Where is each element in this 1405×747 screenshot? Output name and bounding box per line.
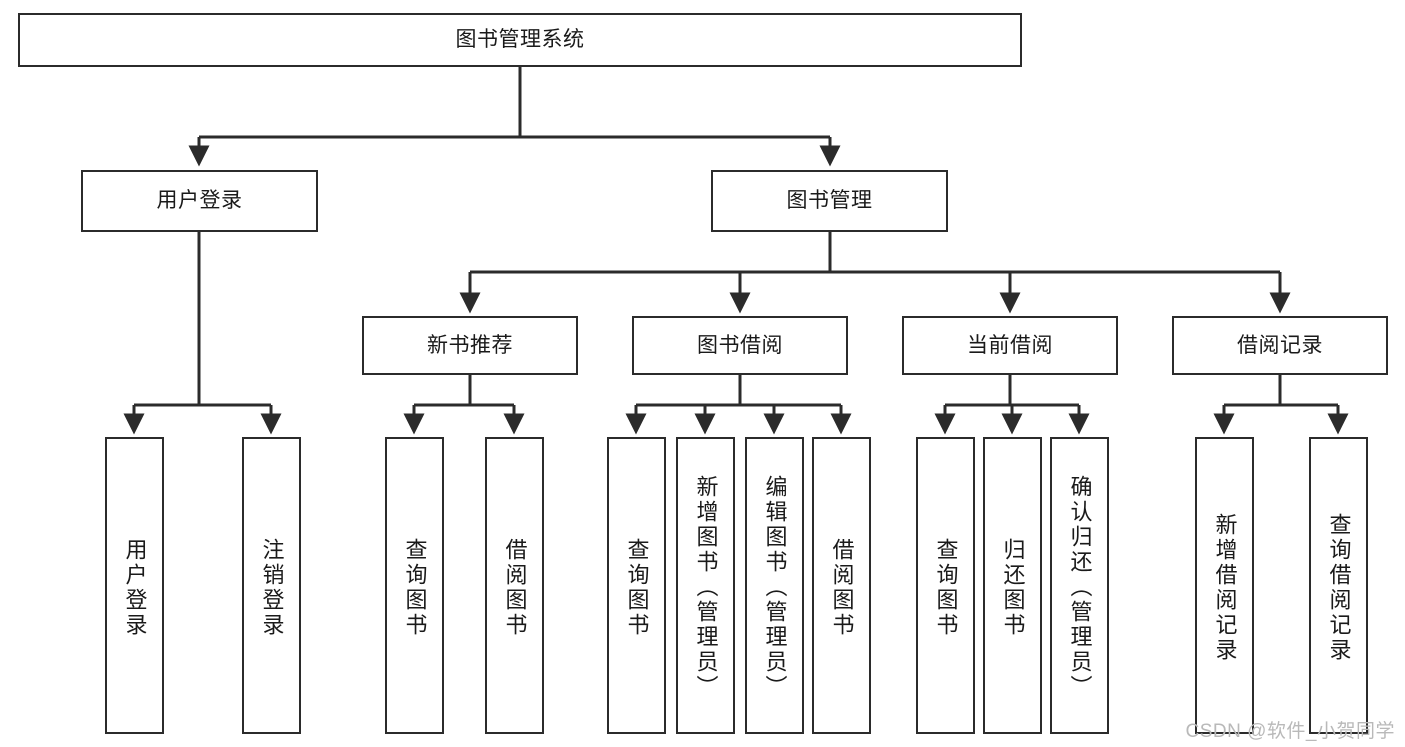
node-label: 借阅图书	[829, 537, 855, 638]
node-label: 查询图书	[933, 537, 959, 638]
node-label: 新增借阅记录	[1212, 512, 1238, 663]
node-leaf-query-book-current[interactable]: 查询图书	[916, 437, 975, 734]
node-label: 查询借阅记录	[1326, 512, 1352, 663]
node-leaf-query-book-recommend[interactable]: 查询图书	[385, 437, 444, 734]
node-label: 查询图书	[402, 537, 428, 638]
node-leaf-borrow-book[interactable]: 借阅图书	[812, 437, 871, 734]
node-label: 确认归还（管理员）	[1067, 475, 1093, 700]
node-leaf-add-borrow-record[interactable]: 新增借阅记录	[1195, 437, 1254, 734]
node-label: 归还图书	[1000, 537, 1026, 638]
node-book-management[interactable]: 图书管理	[711, 170, 948, 232]
node-borrow-record[interactable]: 借阅记录	[1172, 316, 1388, 375]
node-label: 图书管理	[786, 189, 873, 213]
node-label: 注销登录	[259, 537, 285, 638]
node-label: 图书管理系统	[455, 28, 585, 52]
node-new-book-recommend[interactable]: 新书推荐	[362, 316, 578, 375]
node-label: 查询图书	[624, 537, 650, 638]
node-leaf-edit-book-admin[interactable]: 编辑图书（管理员）	[745, 437, 804, 734]
node-leaf-query-borrow-record[interactable]: 查询借阅记录	[1309, 437, 1368, 734]
node-label: 新增图书（管理员）	[693, 475, 719, 700]
node-leaf-borrow-book-recommend[interactable]: 借阅图书	[485, 437, 544, 734]
node-label: 借阅记录	[1237, 333, 1323, 357]
watermark: CSDN @软件_小贺同学	[1185, 721, 1395, 742]
node-label: 新书推荐	[427, 333, 513, 357]
node-label: 当前借阅	[967, 333, 1053, 357]
node-label: 借阅图书	[502, 537, 528, 638]
node-label: 编辑图书（管理员）	[762, 475, 788, 700]
node-leaf-query-book-borrow[interactable]: 查询图书	[607, 437, 666, 734]
node-leaf-add-book-admin[interactable]: 新增图书（管理员）	[676, 437, 735, 734]
node-user-login[interactable]: 用户登录	[81, 170, 318, 232]
node-current-borrow[interactable]: 当前借阅	[902, 316, 1118, 375]
node-leaf-return-book[interactable]: 归还图书	[983, 437, 1042, 734]
node-label: 用户登录	[156, 189, 243, 213]
node-leaf-user-login[interactable]: 用户登录	[105, 437, 164, 734]
node-leaf-logout[interactable]: 注销登录	[242, 437, 301, 734]
node-root-book-management-system[interactable]: 图书管理系统	[18, 13, 1022, 67]
node-label: 用户登录	[122, 537, 148, 638]
node-book-borrow[interactable]: 图书借阅	[632, 316, 848, 375]
node-label: 图书借阅	[697, 333, 783, 357]
node-leaf-confirm-return-admin[interactable]: 确认归还（管理员）	[1050, 437, 1109, 734]
